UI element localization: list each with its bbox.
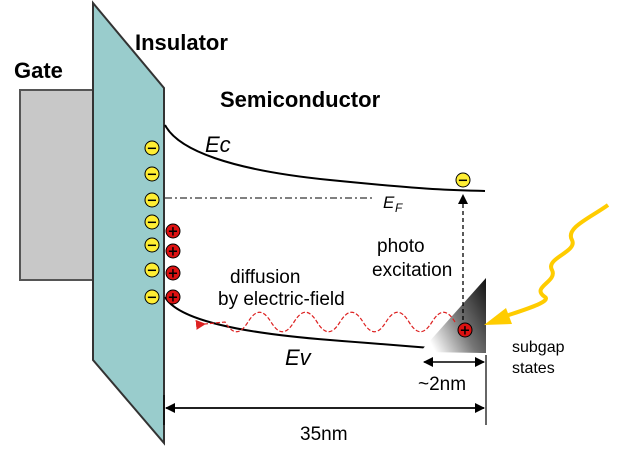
svg-text:−: − — [147, 168, 158, 183]
svg-text:+: + — [168, 245, 179, 260]
interface-electron: − — [144, 140, 160, 157]
subgap-hole: + — [457, 322, 473, 339]
conduction-band — [164, 124, 486, 192]
interface-electron: − — [144, 166, 160, 183]
interface-hole: + — [165, 289, 181, 306]
insulator-label: Insulator — [135, 30, 228, 55]
svg-text:−: − — [147, 264, 158, 279]
svg-text:E: E — [383, 193, 395, 212]
svg-text:−: − — [147, 142, 158, 157]
interface-electron: − — [144, 262, 160, 279]
subgap-label-line1: subgap — [512, 339, 565, 356]
light-ray — [484, 203, 610, 325]
ev-label: Ev — [285, 345, 313, 370]
gate-block — [19, 89, 96, 281]
diffusion-wave-arrow — [195, 311, 456, 333]
interface-electron: − — [144, 214, 160, 231]
diffusion-label-line2: by electric-field — [218, 289, 345, 310]
svg-text:+: + — [168, 225, 179, 240]
interface-hole: + — [165, 265, 181, 282]
photo-label-line1: photo — [377, 236, 425, 257]
ec-label: Ec — [205, 132, 231, 157]
diffusion-label-line1: diffusion — [230, 267, 300, 288]
svg-text:−: − — [147, 194, 158, 209]
svg-text:−: − — [458, 174, 469, 189]
semiconductor-label: Semiconductor — [220, 87, 381, 112]
interface-electron: − — [144, 237, 160, 254]
subgap-states — [420, 278, 486, 353]
svg-text:−: − — [147, 239, 158, 254]
excited-electron: − — [455, 172, 471, 189]
gate-label: Gate — [14, 58, 63, 83]
svg-text:+: + — [168, 267, 179, 282]
dim-2nm-label: ~2nm — [418, 374, 466, 395]
interface-hole: + — [165, 223, 181, 240]
interface-charges: −−−−−−−++++ — [144, 140, 181, 306]
svg-text:−: − — [147, 291, 158, 306]
photo-label-line2: excitation — [372, 260, 452, 281]
dim-35nm-label: 35nm — [300, 424, 348, 445]
interface-electron: − — [144, 192, 160, 209]
interface-hole: + — [165, 243, 181, 260]
ef-label: E F — [383, 193, 403, 215]
svg-text:+: + — [168, 291, 179, 306]
interface-electron: − — [144, 289, 160, 306]
svg-text:+: + — [460, 324, 471, 339]
svg-text:F: F — [395, 201, 403, 215]
subgap-label-line2: states — [512, 360, 555, 377]
svg-text:−: − — [147, 216, 158, 231]
insulator-slab — [92, 0, 165, 446]
